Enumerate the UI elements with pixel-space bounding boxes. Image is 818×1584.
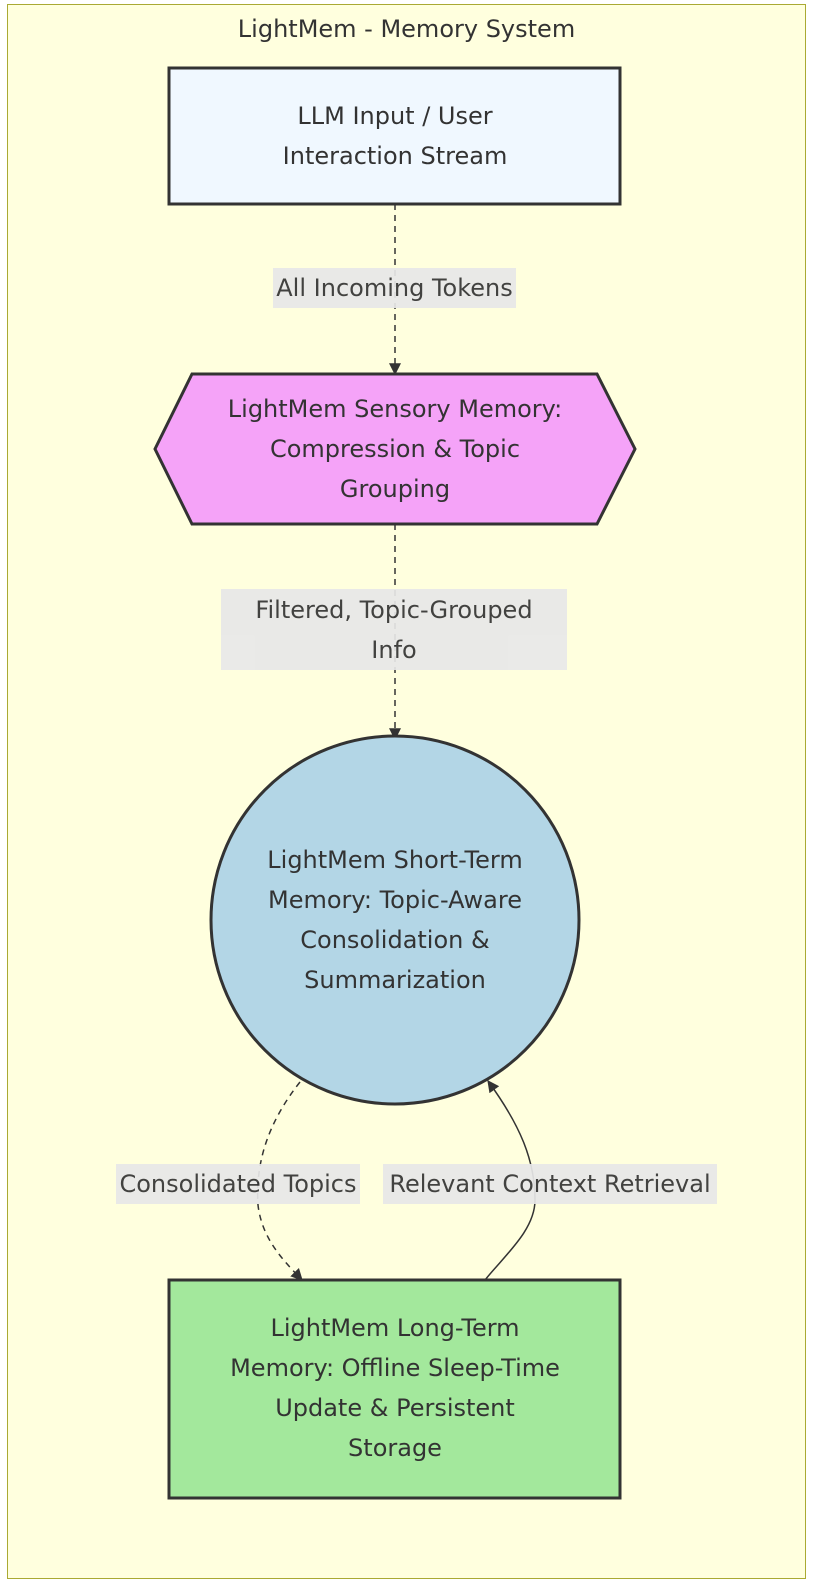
edge-label-all-incoming-tokens: All Incoming Tokens [273, 268, 516, 308]
edge-label-filtered-topic-grouped: Filtered, Topic-Grouped Info [221, 589, 567, 670]
node-sensory-shape [153, 372, 637, 526]
edge-short-term-to-long-term [256, 1081, 303, 1281]
node-input-shape [167, 66, 622, 206]
node-long-term-label: LightMem Long-Term Memory: Offline Sleep… [230, 1314, 560, 1462]
node-short-term-shape [209, 734, 581, 1106]
node-long-term-shape [167, 1278, 622, 1500]
node-short-term-label: LightMem Short-Term Memory: Topic-Aware … [267, 846, 523, 994]
edge-label-consolidated-topics: Consolidated Topics [116, 1164, 360, 1204]
edge-label-relevant-context-retrieval: Relevant Context Retrieval [383, 1164, 717, 1204]
node-sensory-label: LightMem Sensory Memory: Compression & T… [227, 395, 563, 503]
node-input-label: LLM Input / User Interaction Stream [282, 102, 508, 170]
cluster-title: LightMem - Memory System [237, 15, 576, 43]
